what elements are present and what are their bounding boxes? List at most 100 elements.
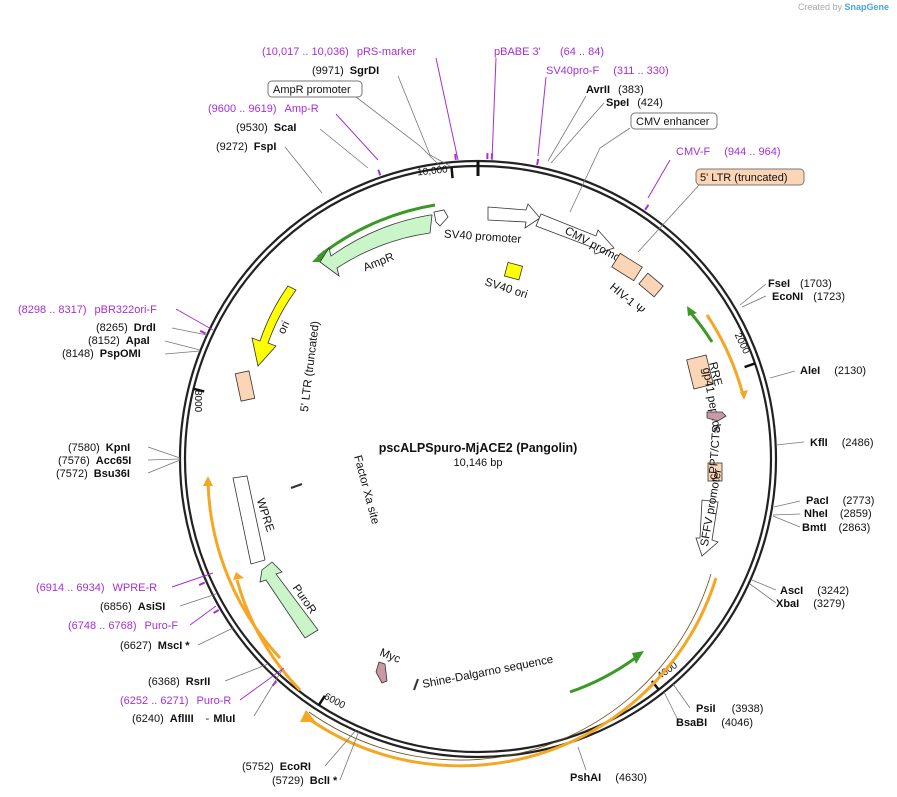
feature-label-cppt: cPPT/CTS <box>707 425 723 480</box>
leader-kpni <box>147 446 181 459</box>
cmv-promoter-feature <box>535 213 615 255</box>
leader-bmti <box>772 515 801 528</box>
leader-scai <box>319 128 369 169</box>
ltr-left-feature <box>234 370 256 402</box>
tick-mark <box>193 387 205 393</box>
factor-xa-feature <box>290 483 303 489</box>
primer-mark <box>377 169 382 176</box>
cppt-feature <box>707 462 723 482</box>
primer-leader-wpre <box>171 572 214 588</box>
label-cmv-enhancer: CMV enhancer <box>636 116 710 128</box>
green-arrowhead-bottom <box>632 651 644 664</box>
leader-cmv-enhancer <box>569 127 631 213</box>
site-bsu36i: (7572)Bsu36I <box>56 468 130 480</box>
feature-label-ori: ori <box>276 319 292 336</box>
rre-orf-arc <box>705 314 745 396</box>
green-arrow-bottom <box>569 654 639 694</box>
site-spei: SpeI(424) <box>606 97 663 109</box>
leader-ecori <box>324 729 357 767</box>
box-ltr-right <box>695 168 805 186</box>
leader-pspomi <box>164 350 201 355</box>
primer-64-84: (64 .. 84) <box>560 46 604 58</box>
primer-pbr322: (8298 .. 8317)pBR322ori-F <box>18 304 157 316</box>
leader-econi <box>741 295 767 308</box>
plasmid-name: pscALPSpuro-MjACE2 (Pangolin) <box>379 441 578 455</box>
leader-apai <box>164 340 201 351</box>
site-asisi: (6856)AsiSI <box>100 601 165 613</box>
site-fsei: FseI(1703) <box>768 278 832 290</box>
primer-lines <box>171 57 671 701</box>
primer-mark <box>644 204 650 211</box>
tick-mark <box>317 695 326 706</box>
label-ampr-promoter: AmpR promoter <box>273 84 351 96</box>
feature-layer: AmpR ori 5' LTR (truncated) SV40 promote… <box>203 203 748 768</box>
boxed-labels: AmpR promoter CMV enhancer 5' LTR (trunc… <box>267 80 805 186</box>
snapgene-watermark: Created by SnapGene <box>798 2 889 12</box>
site-scai: (9530)ScaI <box>236 122 296 134</box>
leader-acc65i <box>147 458 181 461</box>
site-bcli: (5729)BclI * <box>272 775 338 787</box>
feature-label-sv40-ori: SV40 ori <box>483 276 529 301</box>
primer-labels: (10,017 .. 10,036)pRS-marker pBABE 3' (6… <box>18 46 781 707</box>
feature-label-factor-xa: Factor Xa site <box>351 454 381 526</box>
leader-sgrdi <box>397 75 451 167</box>
primer-pbabe: pBABE 3' <box>494 46 541 58</box>
ampr-feature <box>319 214 433 277</box>
feature-label-rre: RRE <box>706 361 724 388</box>
feature-label-ltr-left: 5' LTR (truncated) <box>299 320 322 412</box>
site-apai: (8152)ApaI <box>88 335 150 347</box>
orf-arrowhead-bottom <box>300 710 316 722</box>
site-msci: (6627)MscI * <box>120 640 190 652</box>
primer-leader-ampr <box>335 113 379 161</box>
site-acc65i: (7576)Acc65I <box>58 455 131 467</box>
green-arrowhead-right <box>687 306 697 316</box>
leader-afliii <box>253 669 283 717</box>
primer-leader-pbabe <box>491 57 497 161</box>
site-bsabi: BsaBI(4046) <box>676 717 753 729</box>
orf-inner-arc <box>308 573 712 761</box>
site-fspi: (9272)FspI <box>216 141 276 153</box>
leader-pshai <box>577 746 587 771</box>
leader-alei <box>769 370 796 379</box>
leader-lines <box>147 75 805 781</box>
site-kpni: (7580)KpnI <box>68 442 130 454</box>
primer-leader-pbr322 <box>175 308 214 331</box>
myc-feature <box>375 661 388 684</box>
site-alei: AleI(2130) <box>800 365 866 377</box>
label-ltr-right: 5' LTR (truncated) <box>700 172 787 184</box>
ampr-promoter-arrow <box>433 209 449 227</box>
primer-sv40pro: SV40pro-F(311 .. 330) <box>546 65 669 77</box>
leader-drdi <box>171 327 208 336</box>
site-xbai: XbaI(3279) <box>776 598 845 610</box>
leader-bsu36i <box>147 459 181 474</box>
leader-nhei <box>772 513 801 516</box>
feature-label-hiv1-psi: HIV-1 Ψ <box>607 281 647 317</box>
primer-leader-puror <box>239 667 285 701</box>
site-econi: EcoNI(1723) <box>772 291 845 303</box>
rre-orf-arrowhead <box>740 390 748 400</box>
primer-wpre-r: (6914 .. 6934)WPRE-R <box>36 582 157 594</box>
primer-cmvf: CMV-F(944 .. 964) <box>676 146 781 158</box>
tick-label-8000: 8000 <box>192 390 203 413</box>
hiv1-psi-feature <box>638 272 664 298</box>
site-asci: AscI(3242) <box>780 585 849 597</box>
ori-feature <box>251 285 297 367</box>
left-site-labels: (9971)SgrDI (9530)ScaI (9272)FspI (8265)… <box>56 65 379 787</box>
watermark-prefix: Created by <box>797 2 842 12</box>
feature-label-sv40-promoter: SV40 promoter <box>444 229 522 246</box>
primer-leader-cmvf <box>647 159 671 199</box>
left-orf-arc <box>206 481 282 660</box>
sv40-promoter-feature <box>487 203 541 229</box>
left-orf-arrowhead <box>203 476 213 486</box>
primer-ampr: (9600 .. 9619)Amp-R <box>208 103 319 115</box>
site-pspomi: (8148)PspOMI <box>62 348 141 360</box>
left-orange-arrowhead-2 <box>233 572 244 580</box>
site-bmti: BmtI(2863) <box>802 522 870 534</box>
sffv-promoter-feature <box>695 499 719 557</box>
ltr-right-feature <box>611 252 643 282</box>
orf-outer-arc <box>305 577 718 768</box>
primer-mark <box>198 581 206 586</box>
site-pshai: PshAI(4630) <box>570 772 647 784</box>
site-drdi: (8265)DrdI <box>96 322 156 334</box>
